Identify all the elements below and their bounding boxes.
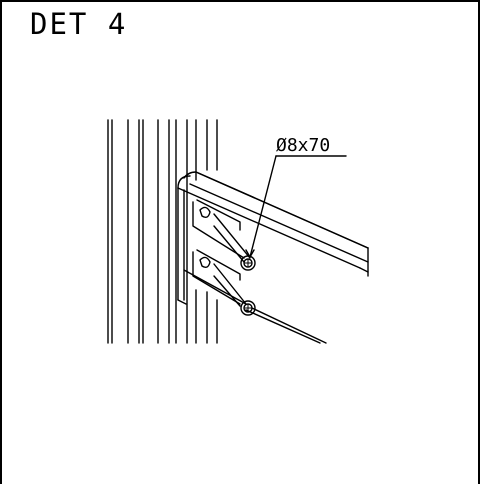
- angle-bracket: [177, 171, 369, 344]
- detail-title: DET 4: [30, 7, 128, 41]
- vertical-profile: [107, 119, 218, 344]
- callout-leader: [245, 155, 347, 258]
- upper-slot: [192, 199, 251, 263]
- lower-screw-icon: [240, 300, 256, 316]
- lower-slot: [192, 249, 247, 307]
- upper-screw-icon: [240, 255, 256, 271]
- callout-label: Ø8x70: [276, 135, 330, 156]
